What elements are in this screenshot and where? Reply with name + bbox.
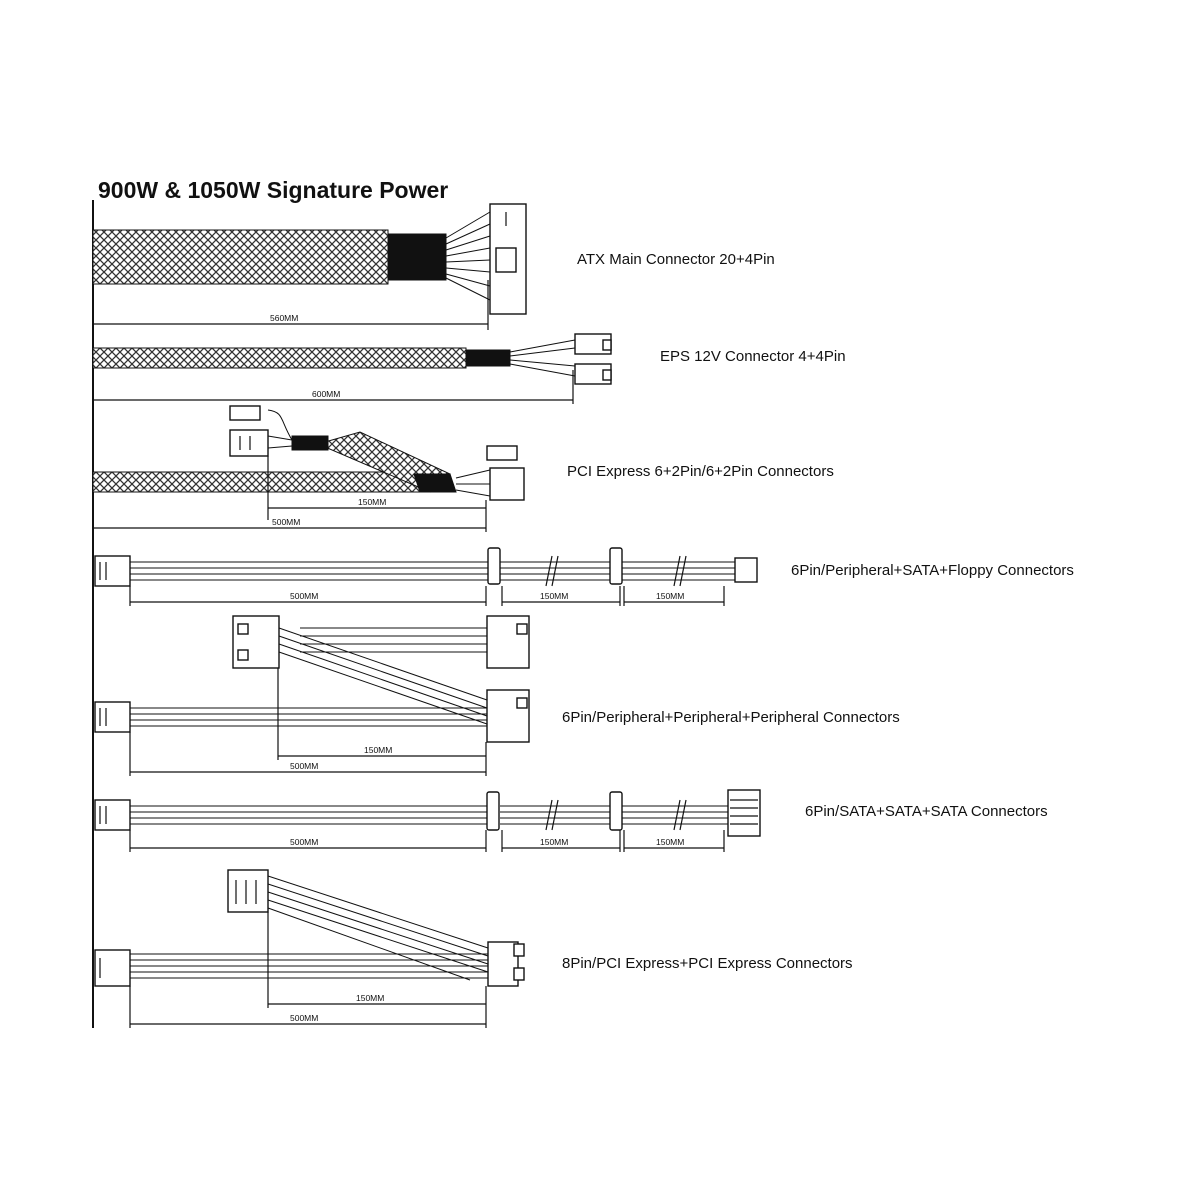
flat-cable (130, 953, 488, 979)
cable-pcie-dual: 150MM 500MM PCI Express 6+2Pin/6+2Pin Co… (92, 405, 834, 532)
dimension-row6: 500MM 150MM 150MM (130, 837, 724, 849)
pcie-6pin-connector-branch (229, 429, 269, 457)
heat-shrink (413, 473, 457, 493)
cable-label-row5: 6Pin/Peripheral+Peripheral+Peripheral Co… (562, 709, 900, 726)
dimension-row4: 500MM 150MM 150MM (130, 591, 724, 603)
floppy-connector (734, 557, 758, 583)
cable-label-atx: ATX Main Connector 20+4Pin (577, 251, 775, 268)
sata-connector-2 (609, 791, 623, 831)
flat-cable (130, 805, 730, 825)
dimension-pcie-main: 500MM (93, 517, 486, 529)
dimension-label: 500MM (290, 1013, 318, 1023)
dimension-label: 150MM (540, 837, 568, 847)
cable-atx-main: 560MM ATX Main Connector 20+4Pin (92, 203, 775, 330)
upper-cable (300, 627, 487, 653)
cable-label-row6: 6Pin/SATA+SATA+SATA Connectors (805, 803, 1048, 820)
dimension-row7-main: 500MM (130, 1013, 486, 1025)
dimension-label: 500MM (290, 837, 318, 847)
diagonal-cable (267, 875, 489, 981)
heat-shrink-branch (291, 435, 329, 451)
cable-label-row7: 8Pin/PCI Express+PCI Express Connectors (562, 955, 853, 972)
heat-shrink (387, 233, 447, 281)
8pin-psu-connector (94, 949, 131, 987)
dimension-label: 150MM (358, 497, 386, 507)
dimension-eps: 600MM (93, 389, 573, 401)
braided-sleeve (92, 471, 424, 493)
cable-sata-triple: 500MM 150MM 150MM 6Pin/SATA+SATA+SATA Co… (94, 789, 1048, 852)
cable-label-pcie: PCI Express 6+2Pin/6+2Pin Connectors (567, 463, 834, 480)
cable-pcie-8pin-dual: 150MM 500MM 8Pin/PCI Express+PCI Express… (94, 869, 853, 1028)
dimension-label: 150MM (364, 745, 392, 755)
dimension-label: 500MM (272, 517, 300, 527)
dimension-label: 600MM (312, 389, 340, 399)
6pin-psu-connector (94, 701, 131, 733)
dimension-row7-branch: 150MM (268, 993, 486, 1005)
atx-4pin-clip (495, 247, 517, 273)
cable-peripheral-sata-floppy: 500MM 150MM 150MM 6Pin/Peripheral+SATA+F… (94, 547, 1074, 606)
pcie-6pin-connector-main (489, 467, 525, 501)
flat-cable (130, 561, 735, 581)
pcie-connector-branch (227, 869, 269, 913)
wire-fan (445, 211, 491, 301)
diagonal-cable (278, 627, 488, 725)
sata-connector-3 (727, 789, 761, 837)
braided-sleeve (92, 229, 389, 285)
dimension-label: 500MM (290, 591, 318, 601)
diagram-title: 900W & 1050W Signature Power (98, 177, 448, 203)
cable-eps: 600MM EPS 12V Connector 4+4Pin (92, 333, 846, 404)
dimension-label: 560MM (270, 313, 298, 323)
cable-label-eps: EPS 12V Connector 4+4Pin (660, 348, 846, 365)
sata-connector-1 (486, 791, 500, 831)
dimension-label: 500MM (290, 761, 318, 771)
cable-peripheral-triple: 150MM 500MM 6Pin/Peripheral+Peripheral+P… (94, 615, 900, 776)
pcie-connector-main (487, 941, 519, 987)
braided-sleeve (92, 347, 467, 369)
dimension-label: 150MM (656, 591, 684, 601)
dimension-label: 150MM (356, 993, 384, 1003)
cable-label-row4: 6Pin/Peripheral+SATA+Floppy Connectors (791, 562, 1074, 579)
dimension-label: 150MM (540, 591, 568, 601)
dimension-label: 150MM (656, 837, 684, 847)
sata-connector (609, 547, 623, 585)
flat-cable (130, 707, 487, 727)
pcie-2pin-connector-main (486, 445, 518, 461)
dimension-pcie-branch: 150MM (268, 497, 486, 509)
6pin-psu-connector (94, 555, 131, 587)
heat-shrink (465, 349, 511, 367)
dimension-row5-branch: 150MM (278, 745, 486, 757)
pcie-2pin-connector-branch (229, 405, 261, 421)
dimension-row5-main: 500MM (130, 761, 486, 773)
6pin-psu-connector (94, 799, 131, 831)
peripheral-connector (487, 547, 501, 585)
dimension-atx: 560MM (93, 313, 488, 325)
